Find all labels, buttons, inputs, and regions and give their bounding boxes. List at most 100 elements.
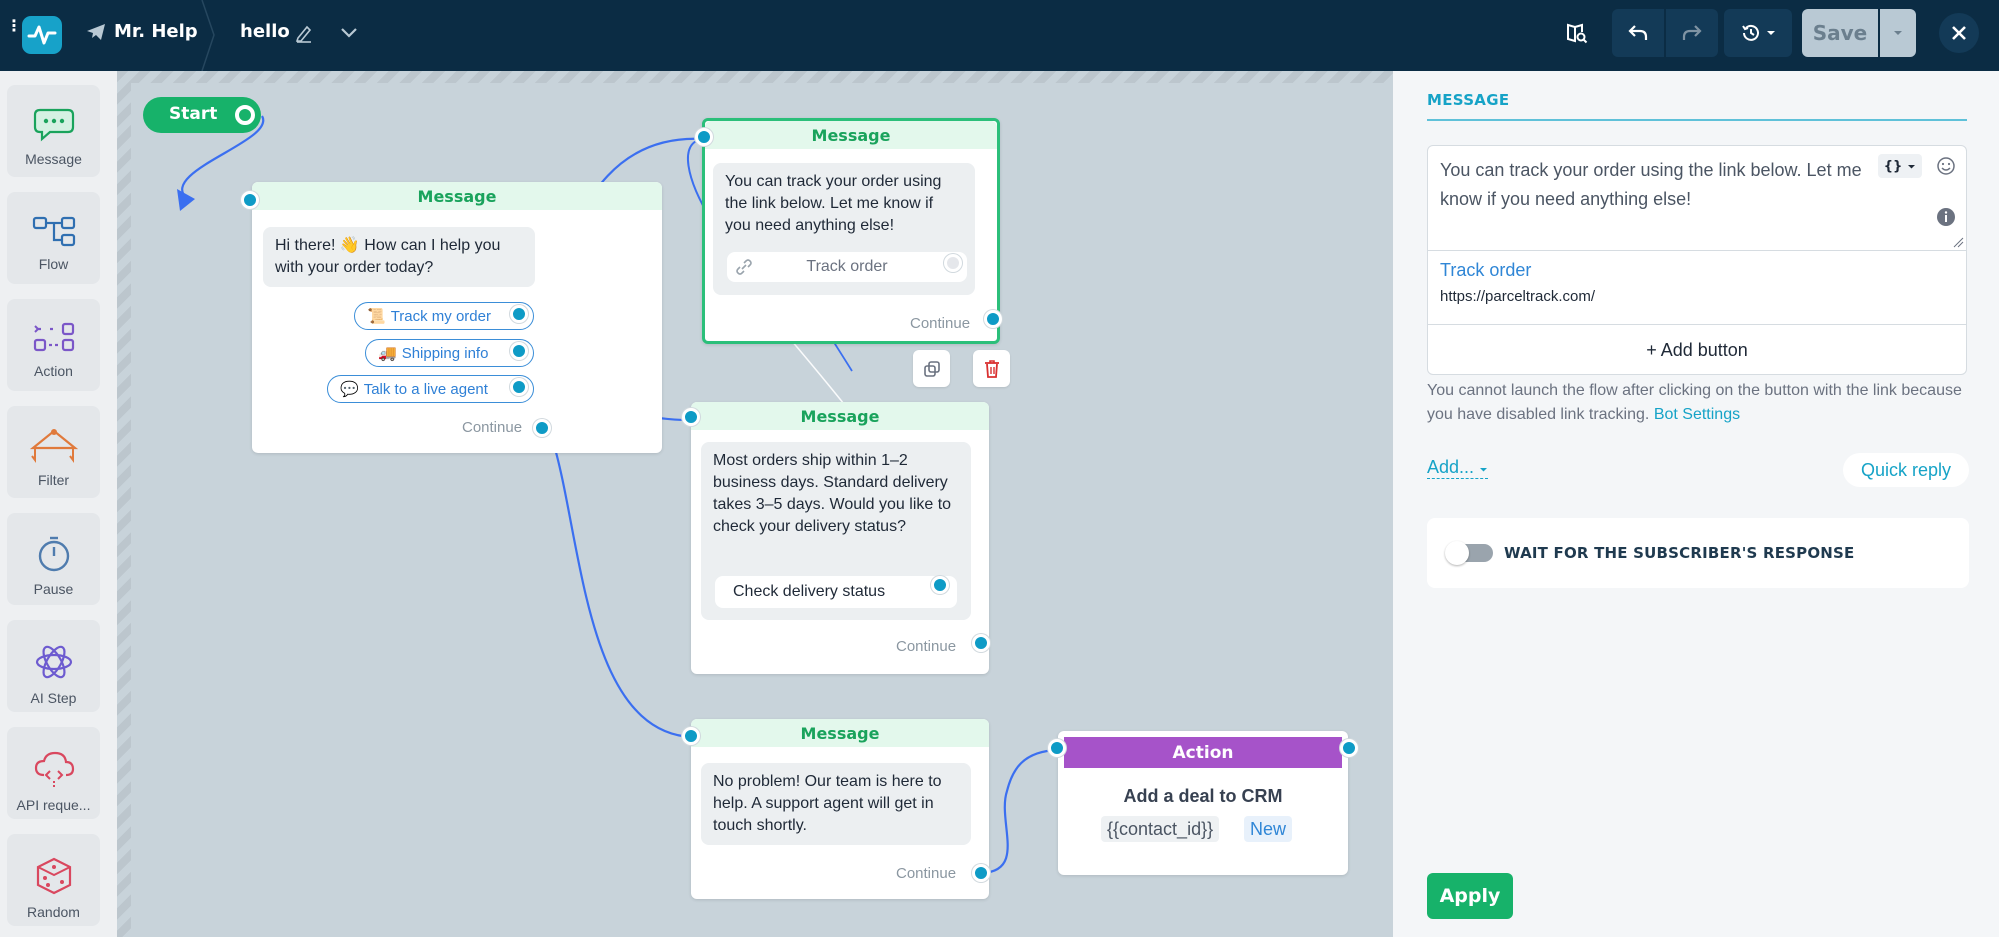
- message-node-track-order[interactable]: Message You can track your order using t…: [702, 118, 1000, 344]
- top-bar: ⋮ Mr. Help hello Save: [0, 0, 1999, 71]
- pause-timer-icon: [38, 536, 69, 572]
- new-tag: New: [1244, 816, 1293, 842]
- continue-label: Continue: [896, 865, 957, 882]
- add-dropdown-label: Add...: [1427, 457, 1475, 477]
- action-input-port[interactable]: [1048, 739, 1066, 757]
- info-icon[interactable]: [1936, 207, 1956, 227]
- tool-message[interactable]: Message: [7, 85, 100, 177]
- bot-settings-link[interactable]: Bot Settings: [1653, 406, 1741, 423]
- contact-id-tag: {{contact_id}}: [1101, 816, 1220, 842]
- close-button[interactable]: [1939, 13, 1979, 53]
- add-dropdown[interactable]: Add...: [1427, 457, 1489, 479]
- button-track-my-order[interactable]: 📜 Track my order: [354, 302, 534, 330]
- bot-selector[interactable]: Mr. Help: [86, 21, 198, 42]
- track-order-port[interactable]: [944, 254, 962, 272]
- button-shipping-info[interactable]: 🚚 Shipping info: [365, 339, 534, 367]
- start-port[interactable]: [235, 105, 255, 125]
- wait-response-toggle[interactable]: [1445, 541, 1493, 565]
- tool-sidebar: Message Flow Action Filter Pause AI Step…: [0, 71, 117, 937]
- node1-continue-port[interactable]: [533, 419, 551, 437]
- message-node-shipping[interactable]: Message Most orders ship within 1–2 busi…: [691, 402, 989, 674]
- wait-response-card: WAIT FOR THE SUBSCRIBER'S RESPONSE: [1427, 518, 1969, 588]
- history-button[interactable]: [1724, 9, 1792, 57]
- trash-icon: [984, 359, 999, 378]
- insert-variable-button[interactable]: {}: [1878, 154, 1922, 178]
- undo-icon: [1628, 25, 1648, 40]
- quick-reply-button[interactable]: Quick reply: [1843, 453, 1969, 487]
- tool-label: Pause: [33, 581, 74, 597]
- node3-input-port[interactable]: [682, 408, 700, 426]
- tool-label: AI Step: [30, 690, 77, 706]
- track-my-order-port[interactable]: [510, 305, 528, 323]
- button-check-delivery-status[interactable]: Check delivery status: [715, 576, 957, 608]
- node1-input-port[interactable]: [241, 191, 259, 209]
- emoji-icon[interactable]: [1936, 156, 1956, 176]
- preview-button[interactable]: [1555, 9, 1599, 57]
- action-output-port[interactable]: [1340, 739, 1358, 757]
- duplicate-node-button[interactable]: [913, 350, 950, 387]
- close-icon: [1952, 26, 1966, 40]
- node4-input-port[interactable]: [682, 727, 700, 745]
- add-button-button[interactable]: + Add button: [1646, 339, 1748, 360]
- filter-icon: [29, 429, 78, 463]
- node4-continue-port[interactable]: [972, 864, 990, 882]
- ai-step-icon: [35, 645, 72, 679]
- link-button-title[interactable]: Track order: [1440, 260, 1532, 280]
- check-delivery-status-port[interactable]: [931, 576, 949, 594]
- tool-api-request[interactable]: API reque...: [7, 727, 100, 819]
- apply-button[interactable]: Apply: [1427, 873, 1513, 919]
- scroll-emoji-icon: 📜: [367, 308, 386, 325]
- node2-continue-port[interactable]: [984, 310, 1002, 328]
- delete-node-button[interactable]: [973, 350, 1010, 387]
- resize-handle-icon[interactable]: [1952, 236, 1964, 248]
- tool-ai-step[interactable]: AI Step: [7, 620, 100, 712]
- start-node[interactable]: Start: [143, 97, 261, 133]
- shipping-info-port[interactable]: [510, 342, 528, 360]
- flow-canvas[interactable]: Start Message Hi there! 👋 How can I help…: [117, 71, 1393, 937]
- node2-input-port[interactable]: [695, 128, 713, 146]
- tool-label: Action: [34, 363, 73, 379]
- message-node-greeting[interactable]: Message Hi there! 👋 How can I help you w…: [252, 182, 662, 453]
- flow-name[interactable]: hello: [240, 21, 290, 42]
- app-logo[interactable]: [22, 16, 62, 54]
- history-icon: [1742, 24, 1759, 41]
- save-options-button[interactable]: [1880, 9, 1916, 57]
- pencil-icon[interactable]: [295, 23, 313, 43]
- message-editor[interactable]: You can track your order using the link …: [1427, 145, 1967, 375]
- message-bubble: Hi there! 👋 How can I help you with your…: [263, 227, 535, 287]
- tool-flow[interactable]: Flow: [7, 192, 100, 284]
- continue-label: Continue: [910, 315, 971, 332]
- button-talk-to-live-agent[interactable]: 💬 Talk to a live agent: [327, 375, 534, 403]
- caret-down-icon: [1480, 468, 1488, 472]
- link-tracking-note: You cannot launch the flow after clickin…: [1427, 379, 1987, 427]
- caret-down-icon: [1908, 164, 1916, 168]
- app-menu-icon[interactable]: ⋮: [6, 16, 22, 35]
- undo-button[interactable]: [1612, 9, 1664, 57]
- toggle-knob: [1445, 541, 1469, 565]
- flow-icon: [32, 216, 75, 247]
- editor-divider: [1428, 250, 1966, 251]
- redo-button[interactable]: [1666, 9, 1718, 57]
- node3-continue-port[interactable]: [972, 634, 990, 652]
- tool-pause[interactable]: Pause: [7, 513, 100, 605]
- button-track-order[interactable]: Track order: [727, 252, 967, 282]
- chevron-down-icon[interactable]: [340, 26, 358, 40]
- link-button-url: https://parceltrack.com/: [1440, 288, 1596, 305]
- node-header: Message: [705, 121, 997, 149]
- message-node-live-agent[interactable]: Message No problem! Our team is here to …: [691, 719, 989, 899]
- canvas-border: [117, 71, 131, 937]
- properties-panel: MESSAGE You can track your order using t…: [1393, 71, 1999, 937]
- continue-label: Continue: [462, 419, 523, 436]
- message-textarea[interactable]: You can track your order using the link …: [1440, 160, 1862, 209]
- button-label: Shipping info: [401, 344, 489, 362]
- tool-random[interactable]: Random: [7, 834, 100, 926]
- tool-label: Random: [27, 904, 80, 920]
- tool-filter[interactable]: Filter: [7, 406, 100, 498]
- live-agent-port[interactable]: [510, 378, 528, 396]
- panel-title: MESSAGE: [1427, 91, 1510, 109]
- message-icon: [33, 108, 74, 142]
- save-button[interactable]: Save: [1802, 9, 1878, 57]
- action-node-crm[interactable]: Action Add a deal to CRM {{contact_id}} …: [1058, 731, 1348, 875]
- tool-action[interactable]: Action: [7, 299, 100, 391]
- wire-arrowhead: [177, 189, 195, 211]
